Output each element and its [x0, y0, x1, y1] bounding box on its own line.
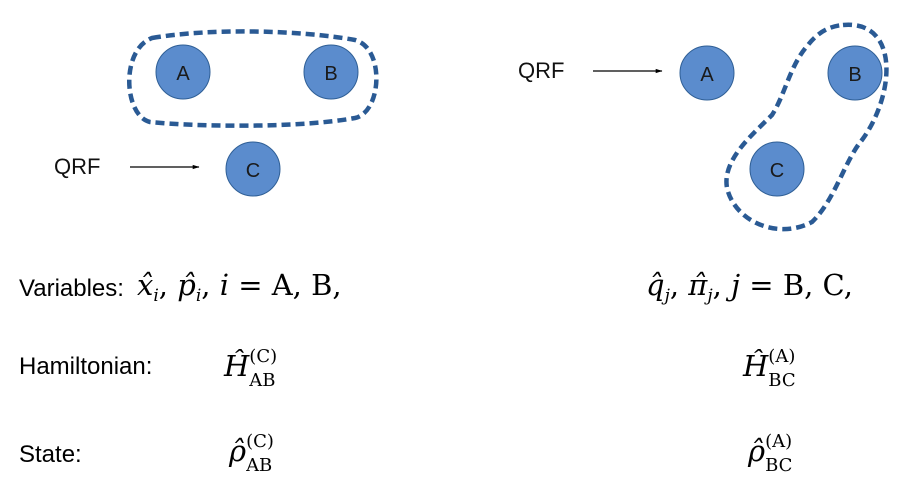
- svg-text:C: C: [770, 160, 784, 182]
- left-subsystem-boundary: [127, 29, 379, 128]
- hamiltonian-right-expression: Ĥ(A)BC: [743, 346, 796, 391]
- variables-left-expression: x̂i, p̂i, i = A, B,: [137, 268, 342, 306]
- state-label: State:: [19, 441, 82, 468]
- svg-text:A: A: [700, 64, 714, 86]
- right-node-a: A: [679, 45, 735, 101]
- svg-text:A: A: [176, 63, 190, 85]
- right-node-c: C: [749, 141, 805, 197]
- right-qrf-label: QRF: [518, 58, 564, 83]
- state-left-expression: ρ̂(C)AB: [229, 431, 274, 476]
- hamiltonian-left-expression: Ĥ(C)AB: [224, 346, 278, 391]
- right-subsystem-boundary: [724, 22, 889, 232]
- left-node-a: A: [155, 44, 211, 100]
- left-node-c: C: [225, 141, 281, 197]
- variables-label: Variables:: [19, 275, 124, 302]
- left-qrf-label: QRF: [54, 154, 100, 179]
- variables-right-expression: q̂j, π̂j, j = B, C,: [646, 268, 853, 306]
- svg-text:B: B: [324, 63, 337, 85]
- svg-text:B: B: [848, 64, 861, 86]
- right-node-b: B: [827, 45, 883, 101]
- svg-text:C: C: [246, 160, 260, 182]
- state-right-expression: ρ̂(A)BC: [748, 431, 793, 476]
- hamiltonian-label: Hamiltonian:: [19, 353, 153, 380]
- left-node-b: B: [303, 44, 359, 100]
